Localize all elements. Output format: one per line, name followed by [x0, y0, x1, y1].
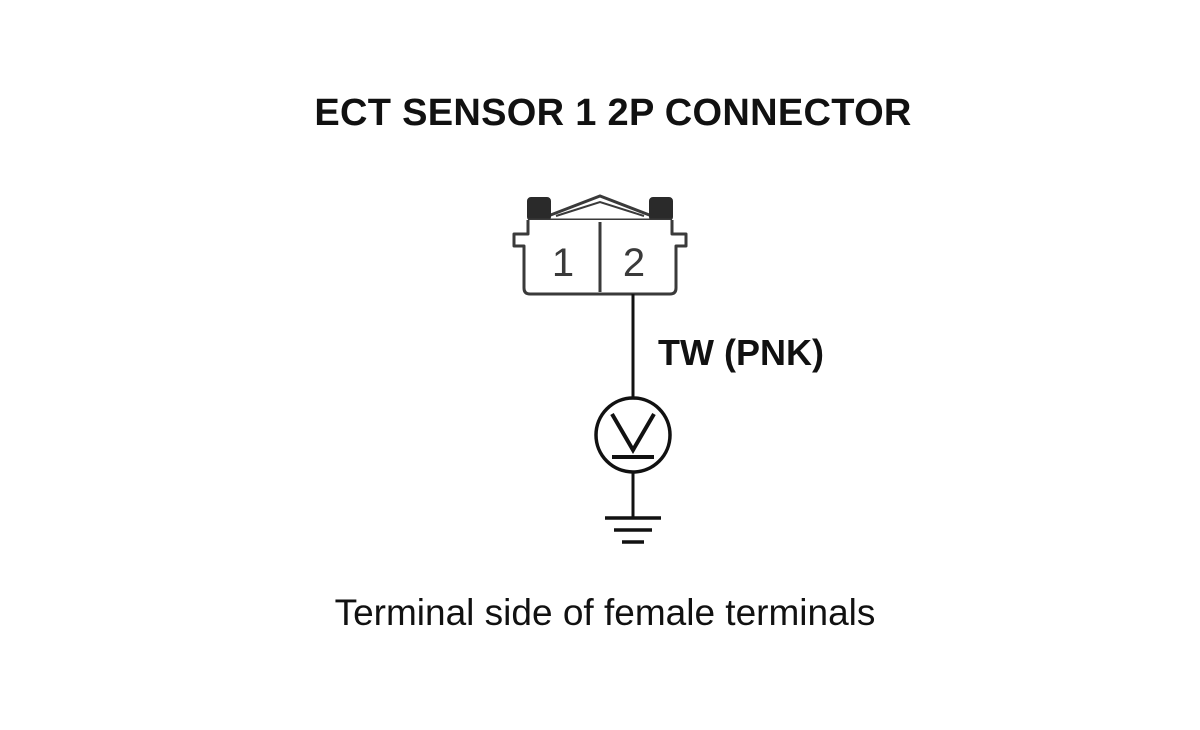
ground-icon	[605, 516, 661, 544]
pin-1-label: 1	[552, 241, 574, 285]
diagram-title: ECT SENSOR 1 2P CONNECTOR	[314, 92, 912, 134]
diagram-caption: Terminal side of female terminals	[334, 592, 876, 633]
connector-icon	[512, 194, 688, 296]
pin-2-label: 2	[623, 241, 645, 285]
voltmeter-icon	[594, 396, 672, 474]
wire-label: TW (PNK)	[658, 332, 824, 373]
